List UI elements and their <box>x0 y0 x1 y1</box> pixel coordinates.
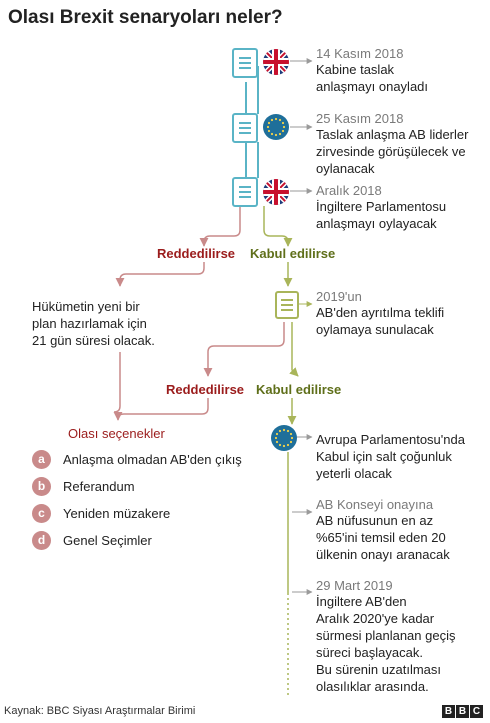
step-7: 29 Mart 2019 İngiltere AB'den Aralık 202… <box>316 578 455 695</box>
step-desc-line: oylanacak <box>316 161 375 176</box>
step-desc-line: süreci başlayacak. <box>316 645 423 660</box>
eu-flag-icon <box>271 425 297 451</box>
option-badge: c <box>32 504 51 523</box>
step-desc-line: ülkenin onayı aranacak <box>316 547 450 562</box>
step-desc-line: Aralık 2020'ye kadar <box>316 611 435 626</box>
step-date: 29 Mart 2019 <box>316 578 393 593</box>
step-date: 25 Kasım 2018 <box>316 111 404 126</box>
step-6: AB Konseyi onayına AB nüfusunun en az %6… <box>316 497 450 563</box>
step-desc-line: sürmesi planlanan geçiş <box>316 628 456 643</box>
step-desc-line: olasılıklar arasında. <box>316 679 429 694</box>
document-icon <box>232 48 258 78</box>
step-date: 2019'un <box>316 289 362 304</box>
document-icon <box>232 113 258 143</box>
step-4: 2019'un AB'den ayrıtılma teklifi oylamay… <box>316 289 444 338</box>
step-desc-line: Taslak anlaşma AB liderler <box>316 127 469 142</box>
step-desc-line: İngiltere AB'den <box>316 594 407 609</box>
option-badge: b <box>32 477 51 496</box>
uk-flag-icon <box>263 179 289 205</box>
note-line: Hükümetin yeni bir <box>32 299 140 314</box>
branch1-accepted-label: Kabul edilirse <box>250 246 336 261</box>
options-heading: Olası seçenekler <box>68 426 165 441</box>
option-label: Genel Seçimler <box>63 533 152 548</box>
option-badge: a <box>32 450 51 469</box>
document-icon <box>275 291 299 319</box>
step-5: Avrupa Parlamentosu'nda Kabul için salt … <box>316 431 465 482</box>
page-title: Olası Brexit senaryoları neler? <box>8 7 283 28</box>
rejected-note: Hükümetin yeni bir plan hazırlamak için … <box>32 298 155 349</box>
step-date: 14 Kasım 2018 <box>316 46 404 61</box>
branch2-lines <box>113 322 299 425</box>
document-icon <box>232 177 258 207</box>
step-desc-line: anlaşmayı oylayacak <box>316 216 437 231</box>
eu-flag-icon <box>263 114 289 140</box>
option-label: Referandum <box>63 479 135 494</box>
note-line: 21 gün süresi olacak. <box>32 333 155 348</box>
uk-flag-icon <box>263 49 289 75</box>
branch1-rejected-label: Reddedilirse <box>157 246 236 261</box>
source-credit: Kaynak: BBC Siyası Araştırmalar Birimi <box>4 705 196 717</box>
step-desc-line: Avrupa Parlamentosu'nda <box>316 432 465 447</box>
step-connectors <box>290 58 313 595</box>
step-3: Aralık 2018 İngiltere Parlamentosu anlaş… <box>316 183 446 232</box>
step-2: 25 Kasım 2018 Taslak anlaşma AB liderler… <box>316 111 468 177</box>
branch1-lines <box>115 206 293 287</box>
step-desc-line: AB nüfusunun en az <box>316 513 434 528</box>
step-desc-line: oylamaya sunulacak <box>316 322 434 337</box>
step-desc-line: %65'ini temsil eden 20 <box>316 530 446 545</box>
option-label: Yeniden müzakere <box>63 506 171 521</box>
step-desc-line: Kabul için salt çoğunluk <box>316 449 452 464</box>
step-desc-line: AB'den ayrıtılma teklifi <box>316 305 445 320</box>
bbc-logo-letter: B <box>456 705 469 718</box>
bbc-logo: B B C <box>442 705 483 718</box>
branch2-rejected-label: Reddedilirse <box>166 382 245 397</box>
step-desc-line: Kabine taslak <box>316 62 395 77</box>
step-desc-line: İngiltere Parlamentosu <box>316 199 447 214</box>
option-label: Anlaşma olmadan AB'den çıkış <box>63 452 242 467</box>
step-desc-line: yeterli olacak <box>316 466 392 481</box>
step-date: AB Konseyi onayına <box>316 497 434 512</box>
step-1: 14 Kasım 2018 Kabine taslak anlaşmayı on… <box>316 46 428 95</box>
step-date: Aralık 2018 <box>316 183 382 198</box>
branch2-accepted-label: Kabul edilirse <box>256 382 342 397</box>
step-desc-line: zirvesinde görüşülecek ve <box>316 144 466 159</box>
bbc-logo-letter: B <box>442 705 455 718</box>
step-desc-line: Bu sürenin uzatılması <box>316 662 442 677</box>
bbc-logo-letter: C <box>470 705 483 718</box>
note-line: plan hazırlamak için <box>32 316 147 331</box>
step-desc-line: anlaşmayı onayladı <box>316 79 429 94</box>
option-badge: d <box>32 531 51 550</box>
